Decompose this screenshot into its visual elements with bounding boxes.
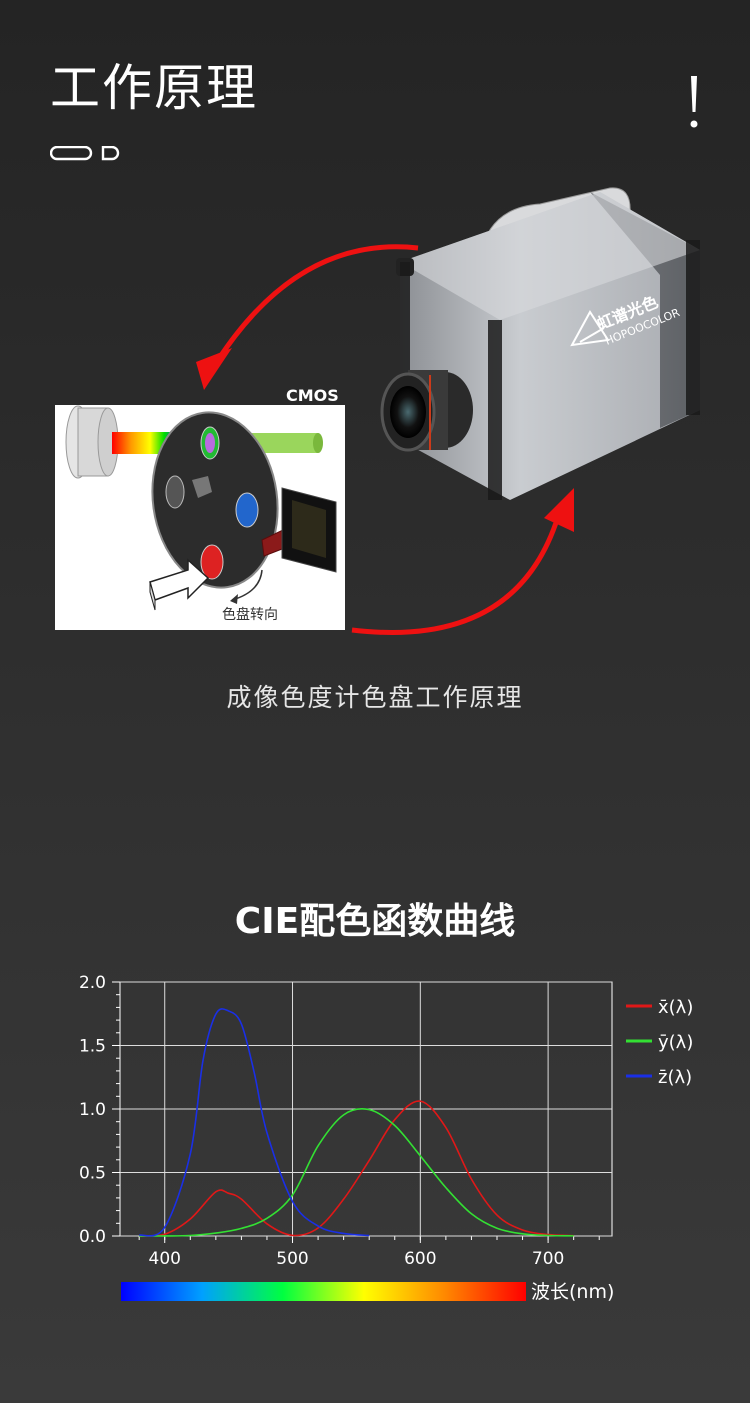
- x-tick-label: 700: [532, 1249, 564, 1269]
- cmos-sensor: [281, 487, 337, 573]
- series-line-x-bar: [139, 1100, 574, 1237]
- title-decoration-icon: [50, 146, 120, 161]
- imaging-colorimeter-camera: 虹谱光色 HOPOOCOLOR: [380, 187, 700, 500]
- wheel-rotation-label: 色盘转向: [222, 606, 278, 623]
- y-tick-label: 2.0: [79, 973, 106, 993]
- color-filter-wheel: [151, 411, 279, 589]
- cmos-label: CMOS: [286, 386, 339, 405]
- light-source: [65, 405, 119, 479]
- x-tick-label: 600: [404, 1249, 436, 1269]
- exclamation-icon: [690, 76, 698, 128]
- legend-label-z-bar: z̄(λ): [658, 1067, 692, 1088]
- y-tick-label: 0.5: [79, 1164, 106, 1184]
- series-line-y-bar: [139, 1108, 574, 1237]
- legend-label-x-bar: x̄(λ): [658, 997, 693, 1018]
- wavelength-color-bar: [121, 1282, 526, 1301]
- color-wheel-principle-diagram: 虹谱光色 HOPOOCOLOR: [55, 187, 700, 635]
- x-tick-label: 400: [149, 1249, 181, 1269]
- y-tick-label: 1.5: [79, 1037, 106, 1057]
- y-tick-label: 0.0: [79, 1227, 106, 1247]
- chart-title: CIE配色函数曲线: [234, 901, 516, 942]
- series-line-z-bar: [138, 1008, 370, 1237]
- diagram-caption: 成像色度计色盘工作原理: [226, 683, 524, 712]
- page-title: 工作原理: [50, 59, 258, 117]
- x-axis-label: 波长(nm): [531, 1281, 614, 1303]
- y-tick-label: 1.0: [79, 1100, 106, 1120]
- rotation-arrows: [196, 244, 574, 635]
- incident-light-arrow: [149, 558, 210, 611]
- x-tick-label: 500: [276, 1249, 308, 1269]
- cie-color-matching-chart: 400 500 600 700 0.0 0.5 1.0 1.5 2.0 x̄(λ) ȳ(λ) z̄(…: [79, 973, 693, 1303]
- legend-label-y-bar: ȳ(λ): [658, 1032, 693, 1053]
